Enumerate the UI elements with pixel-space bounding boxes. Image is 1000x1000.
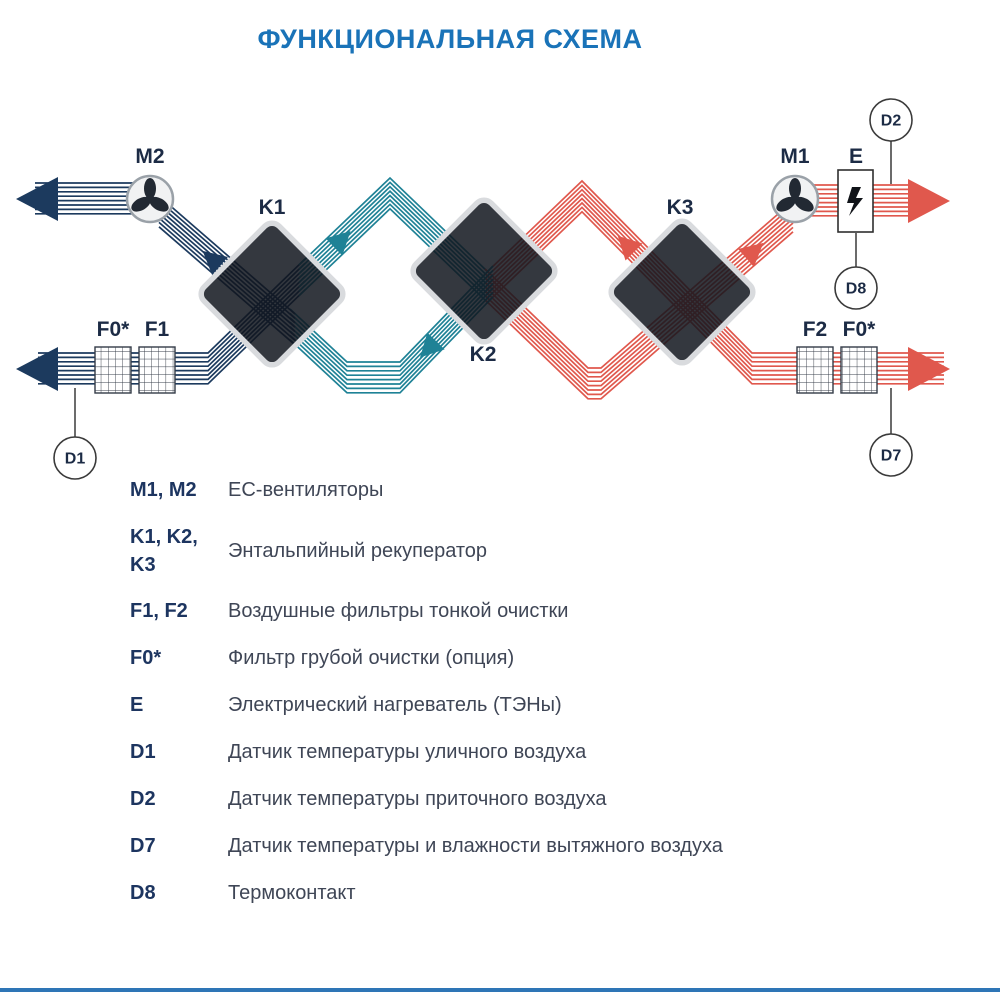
label-f2: F2	[803, 318, 828, 341]
recuperator-k2	[410, 197, 558, 345]
legend-desc: Датчик температуры приточного воздуха	[228, 788, 607, 810]
sensor-d8: D8	[834, 233, 878, 310]
legend-row-d2: D2 Датчик температуры приточного воздуха	[130, 785, 910, 813]
sensor-d8-label: D8	[846, 281, 867, 298]
filter-f0-right	[840, 346, 878, 394]
legend-row-recuperator: K1, K2, K3 Энтальпийный рекуператор	[130, 523, 910, 579]
legend-row-fine-filters: F1, F2 Воздушные фильтры тонкой очистки	[130, 597, 910, 625]
filter-f1	[138, 346, 176, 394]
label-k3: K3	[667, 196, 694, 219]
legend-key: K1, K2, K3	[130, 526, 198, 576]
legend-key: D1	[130, 741, 156, 763]
label-m1: M1	[780, 145, 809, 168]
exhaust-flow-arrow-red	[617, 235, 643, 261]
legend-desc: Электрический нагреватель (ТЭНы)	[228, 694, 562, 716]
legend-row-fans: M1, M2 EC-вентиляторы	[130, 476, 910, 504]
legend-desc: Датчик температуры и влажности вытяжного…	[228, 835, 723, 857]
outdoor-in-arrow	[16, 347, 58, 391]
supply-out-arrow	[908, 179, 950, 223]
legend-key: D8	[130, 882, 156, 904]
supply-flow-arrow-red	[738, 242, 764, 268]
legend-desc: Энтальпийный рекуператор	[228, 540, 488, 562]
filter-f2	[796, 346, 834, 394]
legend-key: E	[130, 694, 144, 716]
exhaust-flow-arrow-navy	[202, 250, 228, 276]
fan-m1	[770, 174, 820, 224]
footer-rule	[0, 988, 1000, 992]
legend-desc: EC-вентиляторы	[228, 479, 384, 501]
label-m2: M2	[135, 145, 164, 168]
legend-key: D2	[130, 788, 156, 810]
sensor-d7-label: D7	[881, 448, 902, 465]
legend-key: D7	[130, 835, 156, 857]
filter-f0-left	[94, 346, 132, 394]
legend: M1, M2 EC-вентиляторы K1, K2, K3 Энтальп…	[130, 476, 910, 926]
exhaust-flow-arrow-teal	[420, 332, 445, 358]
legend-key: M1, M2	[130, 479, 197, 501]
lightning-bolt-icon	[847, 187, 863, 216]
fan-blades-icon	[776, 178, 814, 212]
sensor-d1: D1	[53, 388, 97, 480]
exhaust-out-arrow	[16, 177, 58, 221]
sensor-d7: D7	[869, 388, 913, 477]
fan-m2	[125, 174, 175, 224]
legend-desc: Датчик температуры уличного воздуха	[228, 741, 587, 763]
functional-diagram: D1 D2 D7 D8 M2 M1 E K1 K2 K3 F0* F1 F2 F…	[16, 98, 950, 480]
label-f0-left: F0*	[97, 318, 131, 341]
label-k1: K1	[259, 196, 286, 219]
legend-row-heater: E Электрический нагреватель (ТЭНы)	[130, 691, 910, 719]
legend-row-d1: D1 Датчик температуры уличного воздуха	[130, 738, 910, 766]
legend-desc: Термоконтакт	[228, 882, 356, 904]
room-in-arrow	[908, 347, 950, 391]
fan-blades-icon	[131, 178, 169, 212]
recuperator-k3	[608, 218, 756, 366]
legend-row-d8: D8 Термоконтакт	[130, 879, 910, 907]
page-title: ФУНКЦИОНАЛЬНАЯ СХЕМА	[257, 24, 643, 54]
supply-flow-arrow-teal	[325, 231, 351, 256]
label-f1: F1	[145, 318, 170, 341]
legend-desc: Воздушные фильтры тонкой очистки	[228, 600, 569, 622]
sensor-d2-label: D2	[881, 113, 902, 130]
label-f0-right: F0*	[843, 318, 877, 341]
legend-key: F0*	[130, 647, 162, 669]
sensor-d1-label: D1	[65, 451, 86, 468]
legend-row-coarse-filter: F0* Фильтр грубой очистки (опция)	[130, 644, 910, 672]
legend-row-d7: D7 Датчик температуры и влажности вытяжн…	[130, 832, 910, 860]
sensor-d2: D2	[869, 98, 913, 184]
recuperator-k1	[198, 220, 346, 368]
label-k2: K2	[470, 343, 497, 366]
label-e: E	[849, 145, 863, 168]
legend-desc: Фильтр грубой очистки (опция)	[228, 647, 515, 669]
heater-e	[837, 169, 874, 233]
legend-key: F1, F2	[130, 600, 188, 622]
